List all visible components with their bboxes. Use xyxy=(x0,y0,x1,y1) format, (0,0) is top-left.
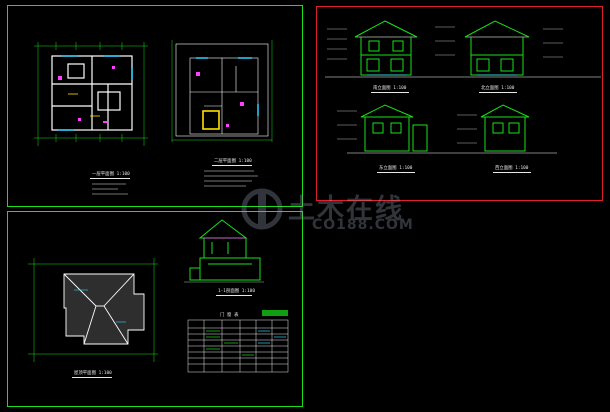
caption-underline xyxy=(371,92,409,93)
watermark-subtext: CO188.COM xyxy=(312,217,414,233)
watermark: 土木在线 CO188.COM xyxy=(240,185,440,245)
south-elevation-caption: 南立面图 1:100 xyxy=(373,86,407,91)
sheet-elevations[interactable]: 南立面图 1:100 北立面图 1:100 东立面图 1:100 西立面图 1:… xyxy=(316,6,603,201)
first-floor-plan-caption: 一层平面图 1:100 xyxy=(92,172,130,177)
caption-underline xyxy=(216,295,252,296)
elevations-drawing xyxy=(325,20,601,154)
first-floor-plan-drawing xyxy=(34,40,273,146)
section-caption: 1-1剖面图 1:100 xyxy=(218,289,255,294)
caption-underline xyxy=(493,172,531,173)
roof-plan-caption: 屋顶平面图 1:100 xyxy=(74,371,112,376)
sheet-roof-plan-section[interactable]: 屋顶平面图 1:100 1-1剖面图 1:100 门 窗 表 xyxy=(7,211,303,407)
door-window-table-title: 门 窗 表 xyxy=(220,313,239,318)
second-floor-plan-caption: 二层平面图 1:100 xyxy=(214,159,252,164)
east-elevation-caption: 东立面图 1:100 xyxy=(379,166,413,171)
plan-notes xyxy=(92,170,258,195)
north-elevation-caption: 北立面图 1:100 xyxy=(481,86,515,91)
caption-underline xyxy=(72,377,112,378)
sheet-first-floor-plan[interactable]: 一层平面图 1:100 二层平面图 1:100 xyxy=(7,5,303,207)
caption-underline xyxy=(479,92,517,93)
watermark-text: 土木在线 xyxy=(288,194,404,225)
west-elevation-caption: 西立面图 1:100 xyxy=(495,166,529,171)
caption-underline xyxy=(212,165,252,166)
caption-underline xyxy=(377,172,415,173)
watermark-logo-icon xyxy=(241,188,283,230)
caption-underline xyxy=(90,178,130,179)
roof-plan-drawing xyxy=(28,219,289,373)
